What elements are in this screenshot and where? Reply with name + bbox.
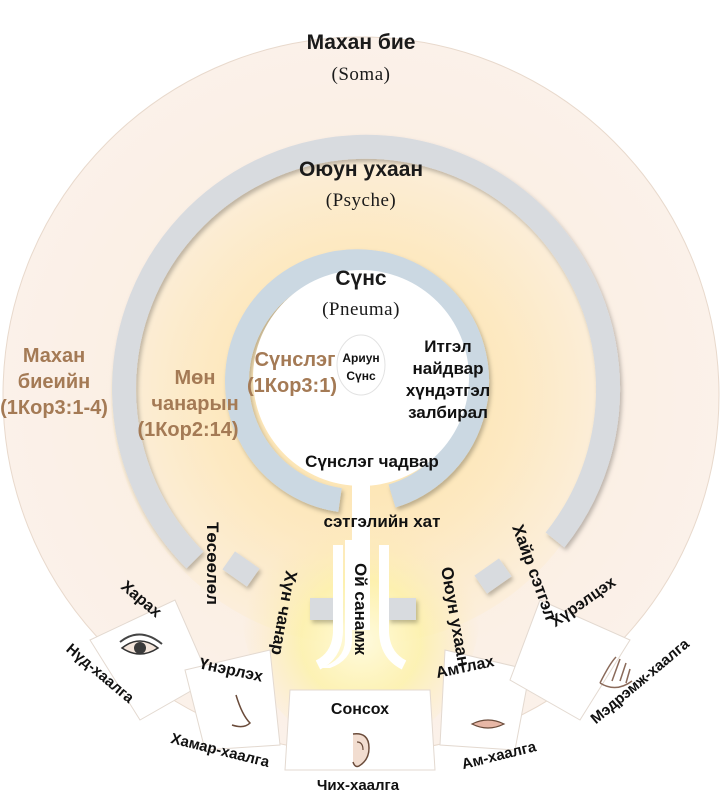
spiritual-label-1: Сүнслэг [255, 349, 336, 371]
gate-ear: Чих-хаалга [317, 777, 400, 794]
flesh-label-1: Махан [23, 345, 85, 367]
virtue-faith: Итгэл [424, 337, 471, 356]
spirit-ring [225, 249, 489, 512]
pneuma-latin: (Pneuma) [322, 299, 400, 320]
memory: Ой санамж [351, 563, 370, 656]
eye-icon [119, 633, 163, 655]
holy-spirit-1: Ариун [342, 351, 379, 365]
virtue-prayer: залбирал [408, 403, 488, 422]
nose-icon [231, 694, 252, 728]
holy-spirit-2: Сүнс [346, 369, 376, 383]
memory-channel [315, 545, 407, 670]
mouth-icon [470, 719, 506, 729]
natural-label-1: Мөн [175, 367, 216, 389]
ear-icon [352, 733, 370, 768]
flesh-label-3: (1Кор3:1-4) [0, 397, 108, 419]
psyche-gate-blocks [222, 551, 512, 620]
spiritual-ability: Сүнслэг чадвар [305, 452, 439, 471]
soma-latin: (Soma) [332, 64, 391, 85]
psyche-title: Оюун ухаан [299, 158, 423, 181]
spiritual-label-2: (1Кор3:1) [247, 375, 337, 397]
hand-icon [599, 656, 633, 689]
pneuma-title: Сүнс [335, 267, 387, 290]
soma-title: Махан бие [307, 31, 416, 54]
conscience: сэтгэлийн хат [324, 512, 441, 531]
sense-hear: Сонсох [331, 701, 389, 718]
faculty-imagination: Төсөөлөл [203, 522, 222, 605]
natural-label-3: (1Кор2:14) [137, 419, 238, 441]
natural-label-2: чанарын [151, 393, 238, 415]
holy-spirit-oval [336, 334, 386, 396]
virtue-respect: хүндэтгэл [406, 381, 490, 400]
psyche-ring [112, 134, 620, 569]
sense-wedges [89, 599, 631, 771]
virtue-hope: найдвар [412, 359, 483, 378]
psyche-latin: (Psyche) [326, 190, 396, 211]
flesh-label-2: биеийн [18, 371, 90, 393]
channel [320, 390, 370, 668]
